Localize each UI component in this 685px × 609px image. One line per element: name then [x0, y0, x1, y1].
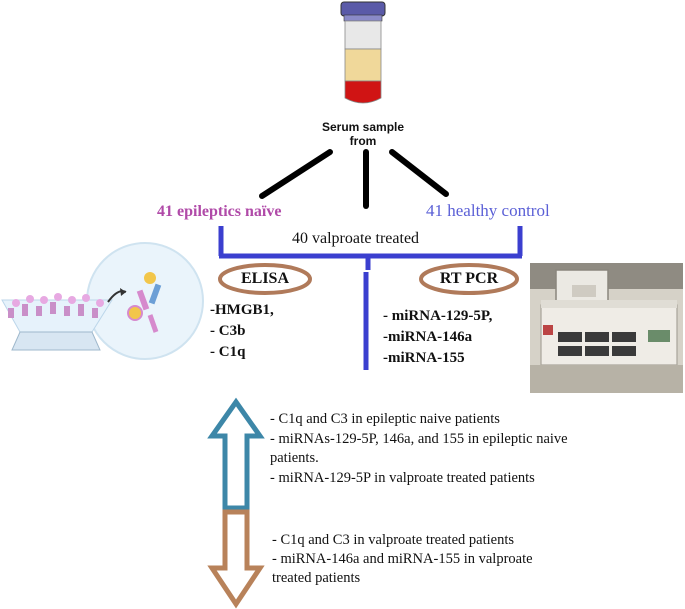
elisa-label: ELISA	[240, 270, 290, 287]
decreased-findings: - C1q and C3 in valproate treated patien…	[272, 531, 533, 588]
increased-finding: patients.	[270, 450, 319, 466]
rtpcr-item: - miRNA-129-5P,	[383, 308, 493, 324]
serum-sample-line2: from	[349, 134, 377, 148]
rtpcr-oval	[419, 263, 519, 295]
rtpcr-label: RT PCR	[439, 270, 499, 287]
increased-finding: - miRNA-129-5P in valproate treated pati…	[270, 469, 535, 486]
blood-tube-icon	[340, 1, 386, 104]
increased-finding: - miRNAs-129-5P, 146a, and 155 in epilep…	[270, 430, 568, 447]
decreased-finding: - miRNA-146a and miRNA-155 in valproate	[272, 551, 533, 567]
increased-finding: - C1q and C3 in epileptic naive patients	[270, 411, 500, 427]
group-healthy-label: 41 healthy control	[426, 201, 550, 220]
decreased-finding: - C1q and C3 in valproate treated patien…	[272, 532, 514, 548]
increased-findings: - C1q and C3 in epileptic naive patients…	[270, 410, 568, 488]
branch-lines	[259, 149, 449, 209]
rtpcr-item: -miRNA-155	[383, 350, 465, 366]
group-epileptics-label: 41 epileptics naïve	[157, 203, 282, 220]
group-valproate-label: 40 valproate treated	[292, 230, 420, 247]
elisa-oval	[218, 263, 312, 295]
increase-arrow-icon	[207, 397, 265, 511]
elisa-plate-icon	[1, 242, 204, 360]
serum-sample-line1: Serum sample	[322, 120, 405, 134]
decrease-arrow-icon	[207, 509, 265, 609]
rtpcr-item: -miRNA-146a	[383, 329, 473, 345]
elisa-item: -HMGB1,	[210, 302, 274, 318]
elisa-item: - C3b	[210, 323, 246, 339]
serum-sample-label: Serum sample from	[322, 120, 404, 148]
elisa-item: - C1q	[210, 344, 246, 360]
decreased-finding: treated patients	[272, 570, 361, 586]
elisa-items: -HMGB1, - C3b - C1q	[210, 301, 274, 362]
group-bracket	[218, 226, 523, 370]
pcr-machine-icon	[530, 263, 683, 393]
rtpcr-items: - miRNA-129-5P, -miRNA-146a -miRNA-155	[383, 307, 492, 368]
